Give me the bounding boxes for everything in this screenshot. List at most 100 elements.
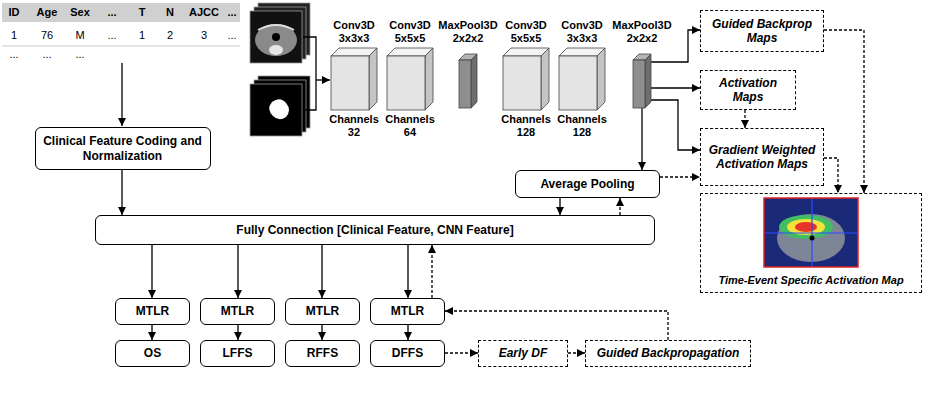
table-cell: M	[75, 29, 84, 41]
table-cell: 1	[11, 29, 17, 41]
gradient-flow	[568, 352, 585, 353]
ct-bone	[269, 45, 283, 55]
pool-layer: MaxPool3D 2x2x2	[633, 54, 651, 108]
map-box: Gradient Weighted Activation Maps	[700, 128, 824, 186]
table-cell: ...	[107, 29, 116, 41]
table-cell: ...	[9, 48, 18, 60]
mask-image-stack	[250, 76, 310, 136]
cube-side	[645, 54, 651, 108]
crosshair	[811, 198, 812, 267]
conv-layer: Conv3D 3x3x3Channels 32	[331, 48, 377, 110]
data-flow	[321, 245, 322, 298]
activation-map-image	[764, 198, 858, 267]
process-box: Average Pooling	[515, 170, 660, 198]
layer-name: Conv3D 3x3x3	[333, 19, 375, 45]
output-box: LFFS	[200, 340, 275, 367]
table-arrow	[121, 63, 122, 126]
pool-layer: MaxPool3D 2x2x2	[459, 54, 477, 108]
conv-cube	[503, 48, 549, 110]
node-label: Early DF	[499, 346, 548, 360]
node-label: MTLR	[136, 304, 169, 318]
cube-front	[503, 56, 541, 110]
cube-front	[559, 56, 597, 110]
map-box: Activation Maps	[700, 70, 796, 110]
cube-side	[369, 48, 377, 110]
node-label: Time-Event Specific Activation Map	[718, 274, 903, 287]
cube-front	[387, 56, 425, 110]
node-label: Activation Maps	[708, 76, 788, 105]
layer-name: Conv3D 3x3x3	[561, 19, 603, 45]
ct-image-stack	[250, 3, 310, 63]
data-flow	[407, 245, 408, 298]
data-flow	[237, 325, 238, 340]
table-cell: 2	[167, 29, 173, 41]
map-box: Guided Backprop Maps	[700, 10, 824, 52]
map-dot	[810, 236, 815, 241]
gradient-flow	[445, 311, 668, 340]
table-cell: ...	[227, 6, 236, 18]
node-label: Fully Connection [Clinical Feature, CNN …	[236, 223, 513, 237]
node-label: OS	[144, 346, 161, 360]
gradient-flow	[660, 176, 700, 177]
layer-name: MaxPool3D 2x2x2	[438, 19, 497, 45]
gradient-flow	[445, 352, 478, 353]
table-cell: 3	[201, 29, 207, 41]
process-box: Guided Backpropagation	[585, 340, 751, 367]
data-flow	[407, 325, 408, 340]
channel-count: Channels 64	[385, 113, 435, 139]
table-cell: Age	[37, 6, 58, 18]
layer-name: Conv3D 5x5x5	[505, 19, 547, 45]
node-label: Average Pooling	[540, 177, 634, 191]
data-flow	[641, 108, 642, 170]
table-cell: 1	[139, 29, 145, 41]
ct-body	[255, 24, 297, 56]
gradient-flow	[744, 110, 745, 128]
channel-count: Channels 128	[501, 113, 551, 139]
data-flow	[237, 245, 238, 298]
process-box: Early DF	[478, 340, 568, 367]
data-flow	[559, 198, 560, 215]
output-box: RFFS	[285, 340, 360, 367]
process-box: Clinical Feature Coding and Normalizatio…	[35, 127, 211, 170]
table-header	[2, 3, 240, 22]
data-flow	[651, 100, 700, 150]
node-label: DFFS	[392, 346, 423, 360]
cube-front	[331, 56, 369, 110]
gradient-flow	[824, 30, 864, 193]
conv-cube	[387, 48, 433, 110]
cube-front	[633, 60, 645, 108]
model-box: MTLR	[285, 298, 360, 325]
data-flow	[321, 325, 322, 340]
node-label: Clinical Feature Coding and Normalizatio…	[42, 134, 204, 163]
cube-side	[541, 48, 549, 110]
heat-high	[795, 222, 817, 232]
cube-front	[459, 60, 471, 108]
heat-low	[779, 215, 833, 239]
pool-slab	[459, 54, 477, 108]
crosshair	[764, 232, 858, 233]
output-box: DFFS	[370, 340, 445, 367]
data-flow	[651, 30, 700, 62]
table-rule	[2, 46, 240, 47]
conv-cube	[559, 48, 605, 110]
data-flow	[651, 87, 700, 88]
tumor-mask	[269, 99, 289, 119]
mask-slice	[250, 84, 302, 136]
node-label: MTLR	[221, 304, 254, 318]
node-label: Guided Backprop Maps	[707, 17, 817, 46]
input-arrow	[316, 79, 330, 80]
model-box: MTLR	[115, 298, 190, 325]
node-label: LFFS	[223, 346, 253, 360]
table-cell: Sex	[70, 6, 90, 18]
ct-airway	[272, 33, 280, 41]
node-label: MTLR	[306, 304, 339, 318]
cube-side	[597, 48, 605, 110]
data-flow	[121, 170, 122, 215]
table-cell: ...	[75, 48, 84, 60]
gradient-flow	[619, 198, 620, 215]
input-bracket	[303, 37, 316, 110]
model-box: MTLR	[370, 298, 445, 325]
conv-cube	[331, 48, 377, 110]
connectors	[122, 30, 864, 353]
